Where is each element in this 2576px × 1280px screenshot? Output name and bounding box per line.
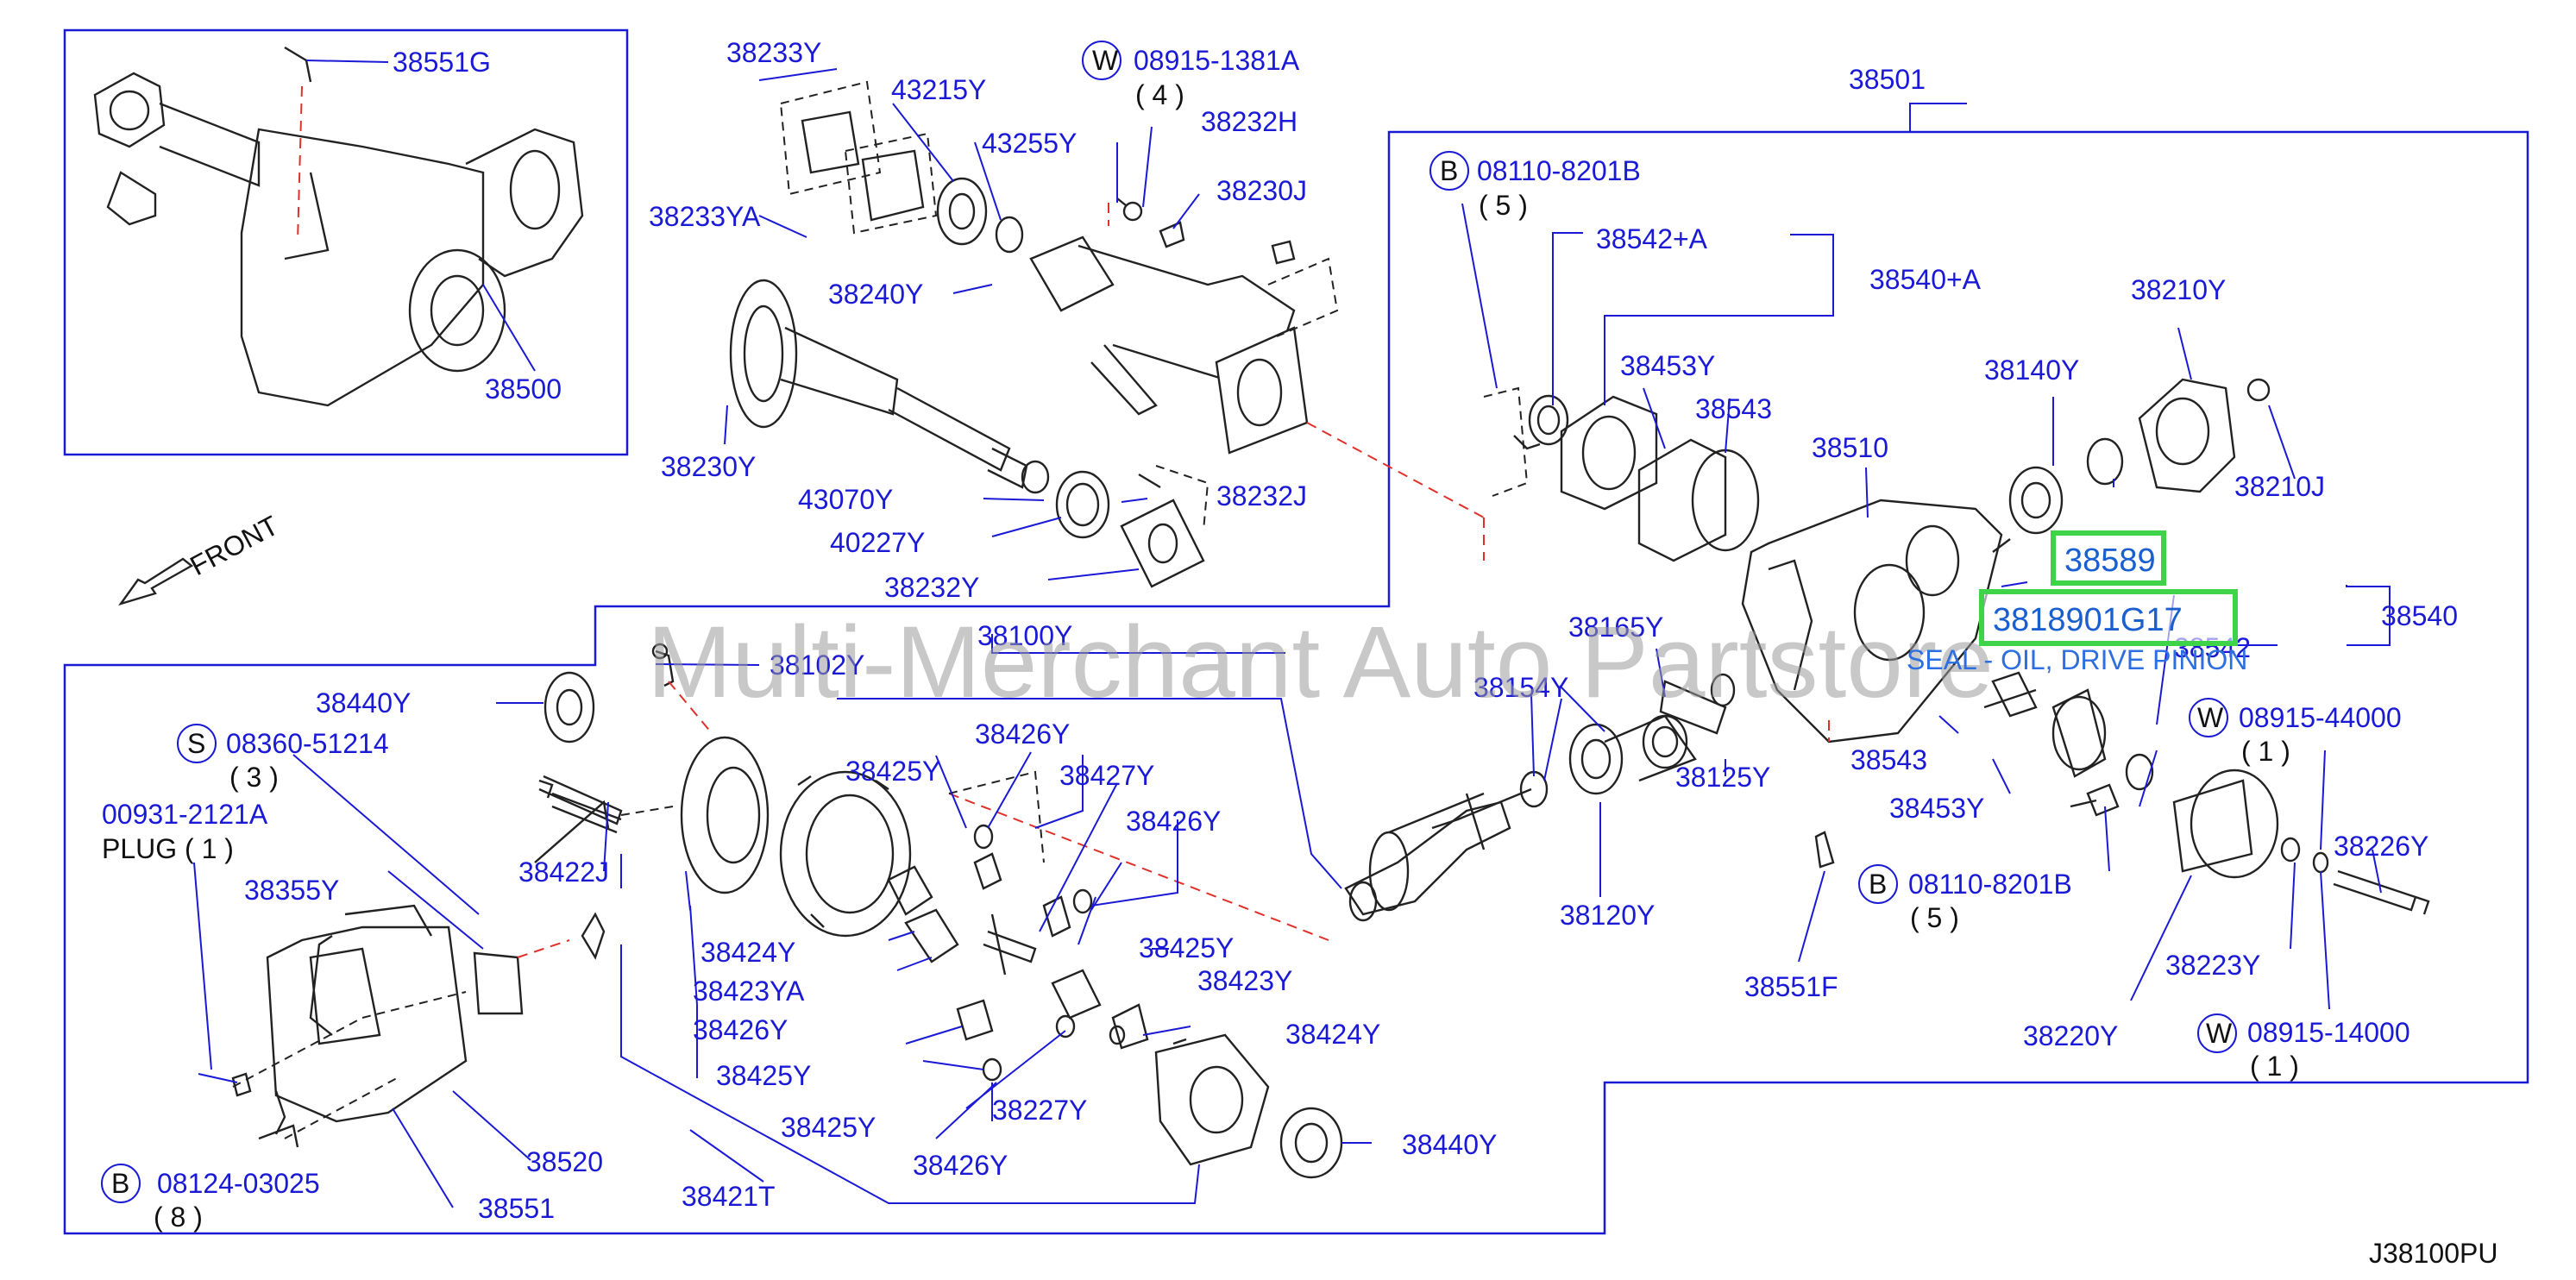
label-38233YA: 38233YA <box>649 201 761 232</box>
label-38424Y-b: 38424Y <box>1285 1019 1380 1050</box>
w-symbol: W <box>2197 702 2224 733</box>
label-38210Y: 38210Y <box>2131 274 2226 305</box>
label-38440Y-bottom: 38440Y <box>1402 1129 1497 1160</box>
label-38102Y: 38102Y <box>770 649 864 681</box>
label-38501: 38501 <box>1849 64 1926 95</box>
label-plug: PLUG ( 1 ) <box>102 833 234 864</box>
highlight-box-38589[interactable] <box>2051 530 2166 586</box>
b-symbol: B <box>1869 869 1887 900</box>
label-38422J: 38422J <box>518 856 609 888</box>
label-38551: 38551 <box>478 1193 555 1224</box>
label-38220Y: 38220Y <box>2023 1020 2118 1051</box>
label-38355Y: 38355Y <box>244 875 339 906</box>
highlight-box-3818901G17[interactable] <box>1979 589 2238 646</box>
label-38423YA: 38423YA <box>693 976 805 1007</box>
qty-08915-44000: ( 1 ) <box>2241 736 2290 767</box>
label-38427Y: 38427Y <box>1059 760 1154 791</box>
label-38423Y: 38423Y <box>1197 965 1292 996</box>
main-frame <box>63 130 2529 1235</box>
b-symbol: B <box>1440 155 1458 186</box>
label-38551F: 38551F <box>1744 971 1838 1002</box>
label-38426Y-a: 38426Y <box>975 718 1070 750</box>
label-38120Y: 38120Y <box>1560 900 1655 931</box>
w-symbol: W <box>2206 1018 2233 1049</box>
highlight-label-38589: 38589 <box>2064 543 2156 579</box>
label-38425Y-c: 38425Y <box>1139 932 1234 963</box>
diff-carrier-drawing <box>1368 378 2430 915</box>
label-38543-bottom: 38543 <box>1850 744 1927 775</box>
label-38223Y: 38223Y <box>2165 950 2260 981</box>
diff-gears-drawing <box>198 643 1697 1179</box>
label-38542+A: 38542+A <box>1596 223 1708 254</box>
label-38421T: 38421T <box>682 1181 776 1212</box>
qty-08915-1381A: ( 4 ) <box>1135 79 1184 110</box>
label-38100Y: 38100Y <box>977 620 1072 651</box>
label-38520: 38520 <box>526 1146 603 1177</box>
label-38232Y: 38232Y <box>884 572 979 603</box>
watermark: Multi-Merchant Auto Partstore <box>647 605 1994 719</box>
label-43255Y: 43255Y <box>982 128 1077 159</box>
qty-08124-03025: ( 8 ) <box>154 1202 203 1233</box>
qty-08110-8201B-top: ( 5 ) <box>1479 190 1528 221</box>
b-symbol: B <box>111 1168 129 1199</box>
highlight-description: SEAL - OIL, DRIVE PINION <box>1907 644 2247 675</box>
label-38165Y: 38165Y <box>1568 612 1663 643</box>
label-38233Y: 38233Y <box>726 37 821 68</box>
label-08915-14000: 08915-14000 <box>2247 1017 2410 1048</box>
label-08915-1381A: 08915-1381A <box>1134 45 1300 76</box>
w-symbol: W <box>1092 45 1119 76</box>
label-38453Y-top: 38453Y <box>1620 350 1715 381</box>
s-symbol: S <box>187 728 205 759</box>
label-38440Y-top: 38440Y <box>316 687 411 718</box>
label-08110-8201B-top: 08110-8201B <box>1477 155 1641 186</box>
label-38500: 38500 <box>485 373 562 405</box>
label-08915-44000: 08915-44000 <box>2239 702 2402 733</box>
label-38227Y: 38227Y <box>992 1095 1087 1126</box>
highlight-label-3818901G17: 3818901G17 <box>1993 602 2183 638</box>
label-38230J: 38230J <box>1216 175 1307 206</box>
front-arrow-icon: FRONT <box>117 510 284 606</box>
axle-assembly-drawing <box>93 46 584 407</box>
label-38230Y: 38230Y <box>661 451 756 482</box>
label-38226Y: 38226Y <box>2334 831 2428 862</box>
label-38154Y: 38154Y <box>1473 672 1568 703</box>
label-38240Y: 38240Y <box>828 279 923 310</box>
label-38543-top: 38543 <box>1695 393 1772 424</box>
label-38426Y-b: 38426Y <box>1126 806 1221 837</box>
label-38125Y: 38125Y <box>1675 762 1770 793</box>
label-08110-8201B-bottom: 08110-8201B <box>1908 869 2072 900</box>
qty-08110-8201B-bottom: ( 5 ) <box>1910 902 1959 933</box>
qty-08360-51214: ( 3 ) <box>229 762 279 793</box>
label-38540: 38540 <box>2381 600 2458 631</box>
label-08360-51214: 08360-51214 <box>226 728 389 759</box>
label-43215Y: 43215Y <box>891 74 986 105</box>
part-labels: 38551G 38500 38233Y 43215Y 43255Y 08915-… <box>102 37 2497 1269</box>
label-38425Y-d: 38425Y <box>781 1112 876 1143</box>
qty-08915-14000: ( 1 ) <box>2250 1051 2299 1082</box>
diagram-code: J38100PU <box>2369 1238 2497 1269</box>
label-38232J: 38232J <box>1216 480 1307 511</box>
label-38232H: 38232H <box>1201 106 1297 137</box>
label-38551G: 38551G <box>393 47 491 78</box>
inset-frame <box>63 28 629 456</box>
label-38426Y-d: 38426Y <box>913 1150 1008 1181</box>
label-38424Y-a: 38424Y <box>701 937 795 968</box>
label-38425Y-b: 38425Y <box>716 1060 811 1091</box>
label-38540+A: 38540+A <box>1869 264 1982 295</box>
axle-shaft-drawing <box>729 80 1485 588</box>
label-40227Y: 40227Y <box>830 527 925 558</box>
label-38510: 38510 <box>1812 432 1888 463</box>
label-43070Y: 43070Y <box>798 484 893 515</box>
front-label: FRONT <box>185 510 283 582</box>
label-38140Y: 38140Y <box>1984 355 2079 386</box>
label-38210J: 38210J <box>2234 471 2325 502</box>
label-38426Y-c: 38426Y <box>693 1014 788 1045</box>
callout-symbols: W B W B W S B <box>101 41 2237 1203</box>
highlighted-part[interactable]: 38589 3818901G17 SEAL - OIL, DRIVE PINIO… <box>1907 530 2247 675</box>
label-00931-2121A: 00931-2121A <box>102 799 268 830</box>
label-38425Y-a: 38425Y <box>845 756 940 787</box>
label-08124-03025: 08124-03025 <box>157 1168 320 1199</box>
label-38453Y-bottom: 38453Y <box>1889 793 1984 824</box>
